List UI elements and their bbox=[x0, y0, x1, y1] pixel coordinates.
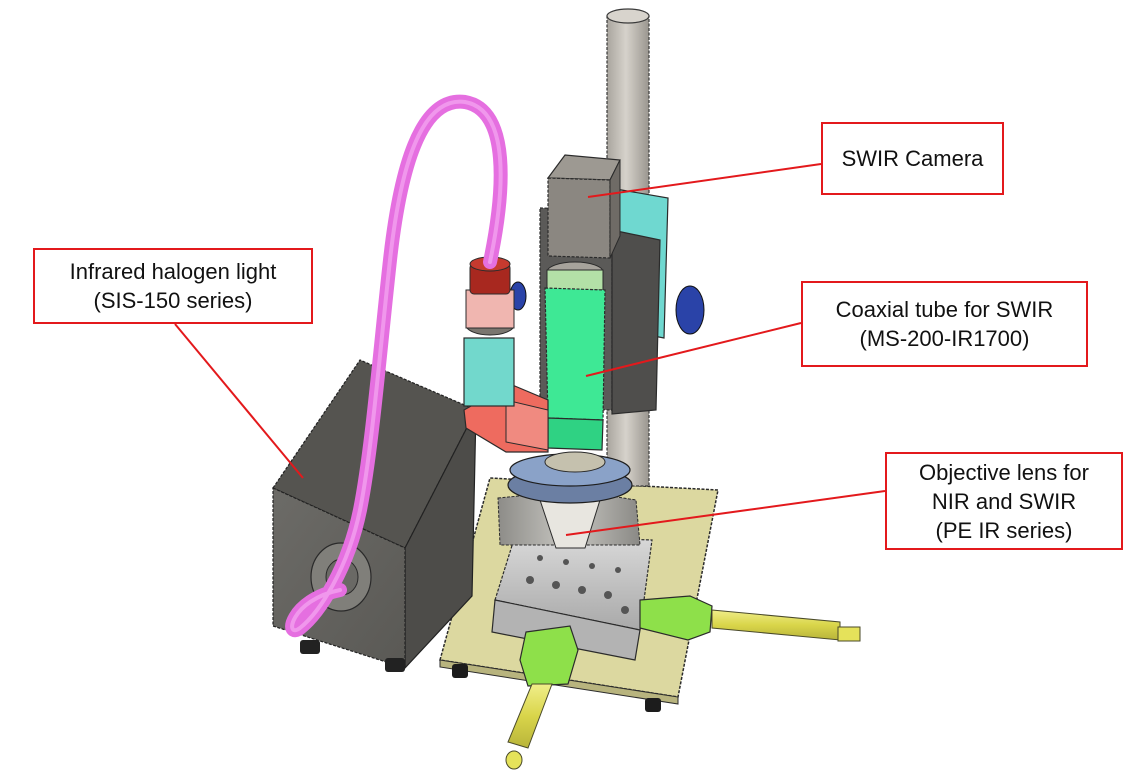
callout-objective-lens: Objective lens for NIR and SWIR (PE IR s… bbox=[885, 452, 1123, 550]
leader-coaxial-tube bbox=[585, 322, 802, 377]
callout-halogen-light: Infrared halogen light (SIS-150 series) bbox=[33, 248, 313, 324]
micrometer-front bbox=[505, 625, 579, 770]
leader-halogen-light bbox=[174, 323, 304, 479]
swir-camera bbox=[546, 154, 621, 259]
foot-icon bbox=[300, 640, 320, 654]
fiber-port bbox=[463, 256, 515, 407]
foot-icon bbox=[452, 664, 468, 678]
callout-line: (MS-200-IR1700) bbox=[859, 326, 1030, 351]
callout-line: NIR and SWIR bbox=[931, 488, 1077, 514]
leader-swir-camera bbox=[587, 163, 822, 198]
foot-icon bbox=[645, 698, 661, 712]
coaxial-tube bbox=[544, 261, 606, 473]
foot-icon bbox=[385, 658, 405, 672]
leader-lines bbox=[174, 163, 886, 536]
callout-line: Objective lens for bbox=[919, 459, 1089, 485]
callout-coaxial-tube: Coaxial tube for SWIR (MS-200-IR1700) bbox=[801, 281, 1088, 367]
callout-line: Infrared halogen light bbox=[69, 259, 277, 284]
callout-line: SWIR Camera bbox=[841, 146, 984, 171]
callout-line: Coaxial tube for SWIR bbox=[835, 297, 1054, 322]
leader-objective-lens bbox=[565, 490, 886, 536]
callout-swir-camera: SWIR Camera bbox=[821, 122, 1004, 195]
micrometer-right bbox=[639, 595, 861, 642]
callout-line: (PE IR series) bbox=[935, 517, 1073, 543]
callout-line: (SIS-150 series) bbox=[93, 288, 253, 313]
